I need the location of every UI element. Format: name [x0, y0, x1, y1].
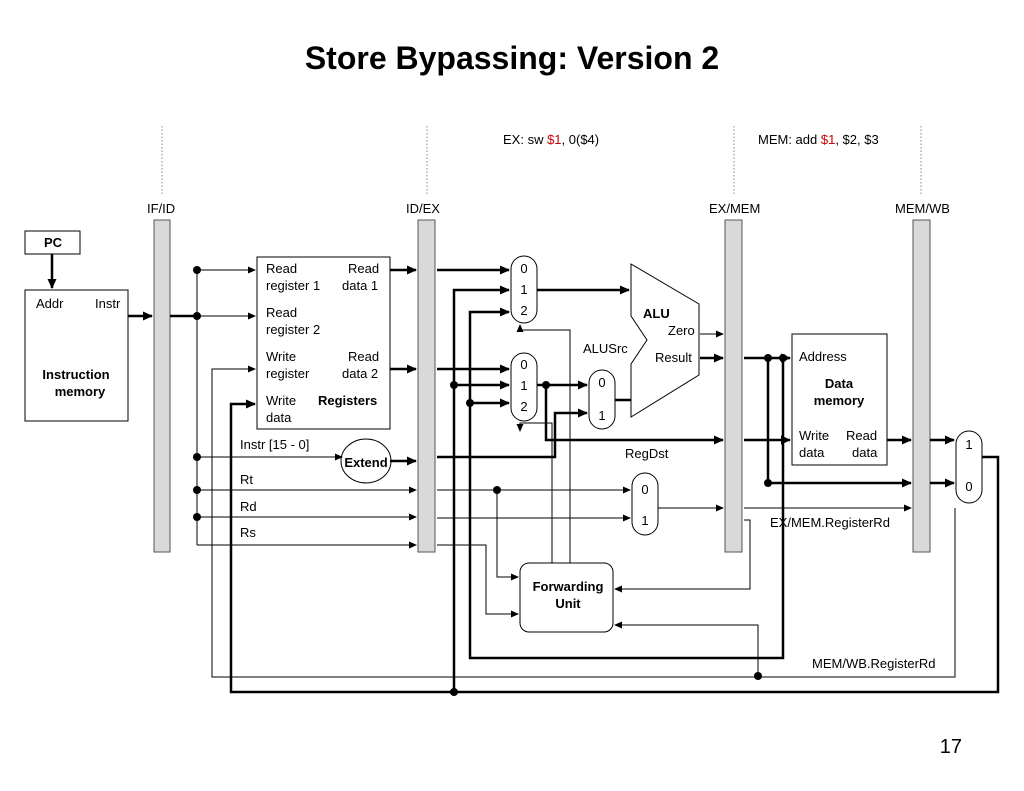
reg-read-data1-b: data 1: [342, 278, 378, 293]
regdst-input-1: 1: [641, 513, 648, 528]
writeback-mux: [955, 430, 983, 504]
ex-mem-registerrd-label: EX/MEM.RegisterRd: [770, 515, 890, 530]
imem-title-2: memory: [55, 384, 106, 399]
dmem-write-data-a: Write: [799, 428, 829, 443]
forwarding-unit-label-1: Forwarding: [533, 579, 604, 594]
dmem-title-2: memory: [814, 393, 865, 408]
reg-read-reg1-a: Read: [266, 261, 297, 276]
reg-read-data2-a: Read: [348, 349, 379, 364]
wb-mux-input-1: 1: [965, 437, 972, 452]
registers-title: Registers: [318, 393, 377, 408]
rs-label: Rs: [240, 525, 256, 540]
ex-mem-label: EX/MEM: [709, 201, 760, 216]
alusrc-label: ALUSrc: [583, 341, 628, 356]
mem-wb-label: MEM/WB: [895, 201, 950, 216]
dmem-write-data-b: data: [799, 445, 825, 460]
forwarding-unit: [519, 562, 614, 633]
dmem-read-data-a: Read: [846, 428, 877, 443]
reg-write-reg-b: register: [266, 366, 310, 381]
forward-b-input-1: 1: [520, 378, 527, 393]
data-memory: [791, 333, 888, 466]
dmem-title-1: Data: [825, 376, 854, 391]
id-ex-label: ID/EX: [406, 201, 440, 216]
control-wires: [196, 266, 956, 678]
forward-a-input-0: 0: [520, 261, 527, 276]
regdst-mux: [631, 472, 659, 536]
id-ex-register: [417, 219, 436, 553]
stage-separators: [161, 126, 922, 196]
alu: [630, 263, 700, 418]
alu-result-label: Result: [655, 350, 692, 365]
regdst-input-0: 0: [641, 482, 648, 497]
alu-label: ALU: [643, 306, 670, 321]
slide-title: Store Bypassing: Version 2: [304, 40, 720, 76]
mem-wb-register: [912, 219, 931, 553]
reg-read-reg1-b: register 1: [266, 278, 320, 293]
rt-label: Rt: [240, 472, 253, 487]
regdst-label: RegDst: [625, 446, 669, 461]
alusrc-input-0: 0: [598, 375, 605, 390]
instruction-memory: [24, 289, 129, 422]
pc-label: PC: [44, 235, 63, 250]
reg-read-data1-a: Read: [348, 261, 379, 276]
reg-write-reg-a: Write: [266, 349, 296, 364]
extend-input-label: Instr [15 - 0]: [240, 437, 309, 452]
forward-a-input-2: 2: [520, 303, 527, 318]
forward-b-input-0: 0: [520, 357, 527, 372]
mem-stage-instruction: MEM: add $1, $2, $3: [758, 132, 879, 147]
data-wires: [128, 265, 1000, 694]
register-file: [256, 256, 391, 430]
ex-stage-instruction: EX: sw $1, 0($4): [503, 132, 599, 147]
page-number: 17: [939, 736, 962, 758]
dmem-address-label: Address: [799, 349, 847, 364]
if-id-register: [153, 219, 171, 553]
forward-b-mux: [510, 352, 538, 422]
reg-read-data2-b: data 2: [342, 366, 378, 381]
rd-label: Rd: [240, 499, 257, 514]
mem-wb-registerrd-label: MEM/WB.RegisterRd: [812, 656, 936, 671]
forward-a-input-1: 1: [520, 282, 527, 297]
forwarding-unit-label-2: Unit: [555, 596, 581, 611]
reg-write-data-a: Write: [266, 393, 296, 408]
imem-title-1: Instruction: [42, 367, 109, 382]
reg-read-reg2-a: Read: [266, 305, 297, 320]
imem-instr-label: Instr: [95, 296, 121, 311]
ex-mem-register: [724, 219, 743, 553]
reg-read-reg2-b: register 2: [266, 322, 320, 337]
extend-label: Extend: [344, 455, 387, 470]
junction-dots: [193, 266, 787, 696]
imem-addr-label: Addr: [36, 296, 64, 311]
reg-write-data-b: data: [266, 410, 292, 425]
forward-b-input-2: 2: [520, 399, 527, 414]
alu-zero-label: Zero: [668, 323, 695, 338]
wb-mux-input-0: 0: [965, 479, 972, 494]
if-id-label: IF/ID: [147, 201, 175, 216]
alusrc-input-1: 1: [598, 408, 605, 423]
dmem-read-data-b: data: [852, 445, 878, 460]
